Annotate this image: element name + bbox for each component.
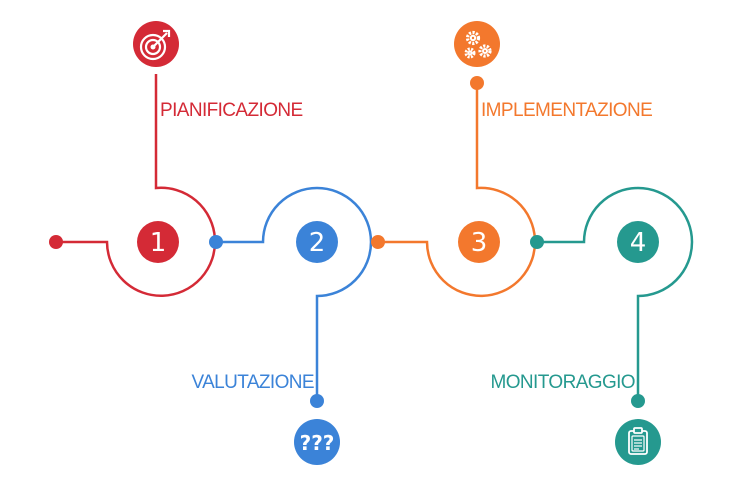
question-marks-icon: ??? (300, 431, 335, 455)
step-3-label: IMPLEMENTAZIONE (481, 100, 652, 121)
step-2-icon-circle (294, 419, 340, 465)
step-2-label: VALUTAZIONE (191, 372, 314, 393)
gears-icon (464, 30, 492, 59)
step-4-number-circle (617, 221, 659, 263)
step-4: 4 MONITORAGGIO (491, 186, 694, 465)
step-4-label: MONITORAGGIO (491, 372, 635, 393)
step-1-start-dot (49, 235, 63, 249)
step-2-number: 2 (309, 228, 326, 258)
step-2-connector (216, 186, 373, 401)
step-3-number-circle (458, 221, 500, 263)
step-3-icon-circle (454, 21, 500, 67)
step-1: 1 PIANIFICAZIONE (49, 21, 303, 298)
step-1-label: PIANIFICAZIONE (160, 100, 303, 121)
step-4-number: 4 (630, 228, 647, 258)
target-icon (139, 29, 171, 61)
step-4-start-dot (530, 235, 544, 249)
step-3-connector (378, 83, 537, 298)
step-3-start-dot (371, 235, 385, 249)
step-3-end-dot (470, 76, 484, 90)
step-4-icon-circle (615, 419, 661, 465)
step-1-number-circle (137, 221, 179, 263)
step-2-number-circle (296, 221, 338, 263)
step-1-number: 1 (150, 228, 167, 258)
step-1-connector (56, 74, 217, 298)
step-2-start-dot (209, 235, 223, 249)
step-2: 2 VALUTAZIONE ??? (191, 186, 373, 465)
step-4-end-dot (631, 394, 645, 408)
clipboard-icon (628, 427, 648, 455)
step-4-connector (537, 186, 694, 401)
step-2-end-dot (310, 394, 324, 408)
step-3: 3 IMPLEMENTAZIONE (371, 21, 653, 298)
step-3-number: 3 (471, 228, 488, 258)
